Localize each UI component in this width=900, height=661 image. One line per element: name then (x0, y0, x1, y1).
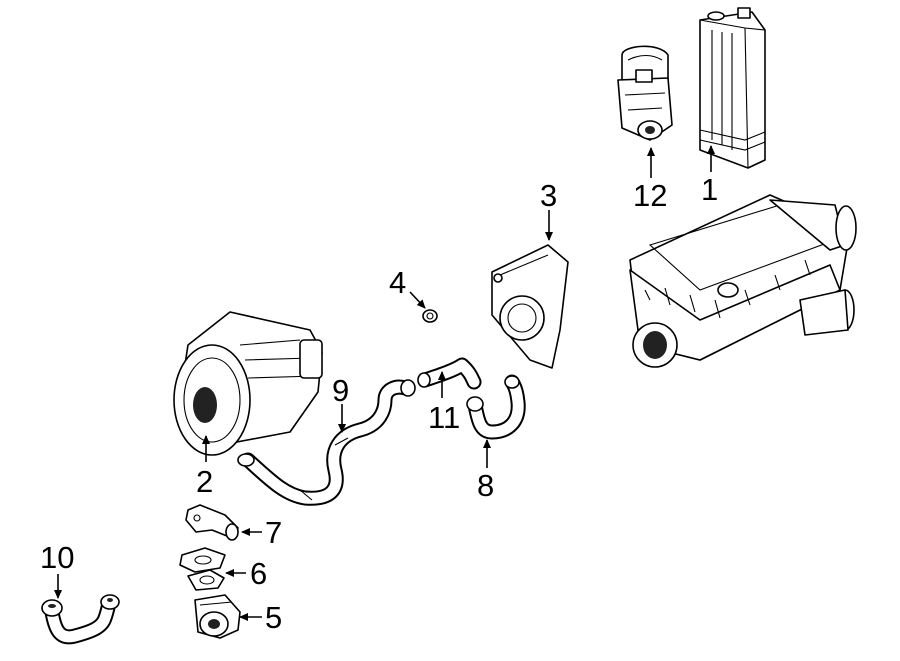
air-cleaner-housing (629, 194, 857, 368)
callout-8: 8 (477, 468, 494, 503)
callout-6: 6 (250, 556, 267, 591)
callout-labels: 1 2 3 4 5 6 7 8 9 10 11 12 (40, 172, 718, 635)
callout-5: 5 (265, 600, 282, 635)
callout-10: 10 (40, 540, 74, 575)
part-12-valve (617, 45, 673, 141)
callout-9: 9 (332, 373, 349, 408)
callout-1: 1 (701, 172, 718, 207)
part-3-bracket (491, 244, 569, 369)
part-1-canister (699, 7, 766, 169)
callout-2: 2 (196, 464, 213, 499)
part-7-pipe (185, 504, 239, 541)
part-11-hose (417, 357, 482, 390)
callout-7: 7 (265, 515, 282, 550)
part-5-check-valve (194, 594, 241, 639)
leader-lines (54, 145, 715, 621)
part-10-hose (41, 594, 120, 645)
part-4-bolt (422, 309, 438, 323)
part-8-hose (466, 374, 526, 440)
callout-3: 3 (540, 178, 557, 213)
leader-4 (409, 291, 426, 309)
part-9-hose (237, 379, 416, 506)
callout-11: 11 (428, 400, 460, 435)
callout-4: 4 (389, 265, 406, 300)
callout-12: 12 (633, 178, 667, 213)
part-6-gasket (179, 547, 226, 591)
part-2-air-pump (173, 311, 323, 456)
